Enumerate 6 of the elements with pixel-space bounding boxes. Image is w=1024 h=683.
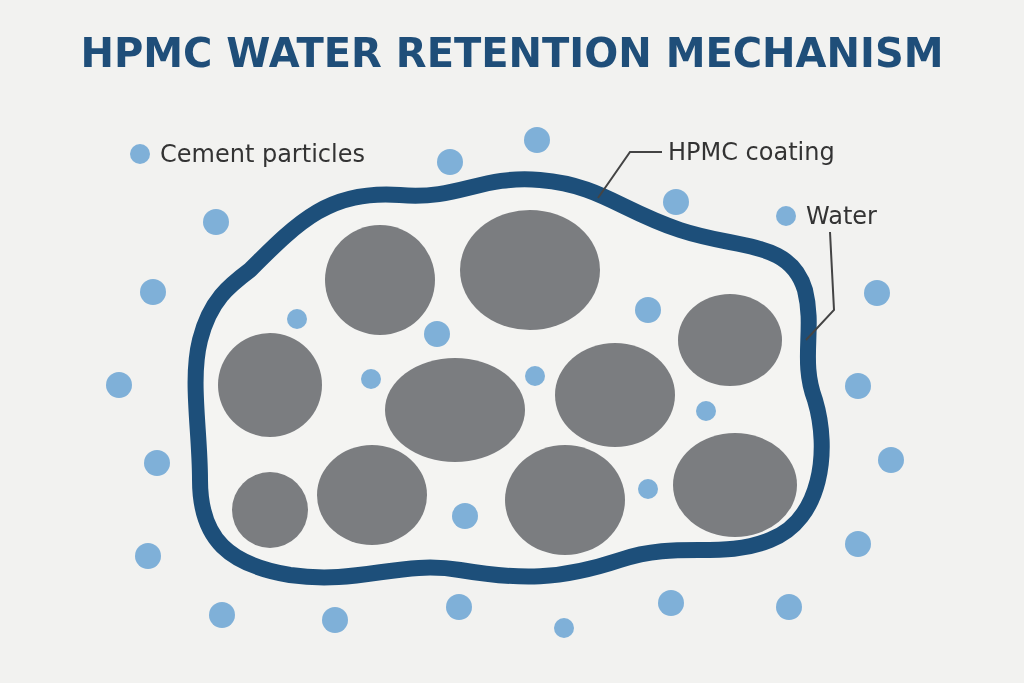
legend-label: Cement particles bbox=[160, 140, 365, 168]
title: HPMC WATER RETENTION MECHANISM bbox=[79, 30, 945, 76]
leader-line bbox=[597, 151, 663, 199]
node-label: HPMC coating bbox=[668, 138, 835, 166]
node-label: Water bbox=[806, 202, 877, 230]
leader-line bbox=[805, 231, 836, 341]
